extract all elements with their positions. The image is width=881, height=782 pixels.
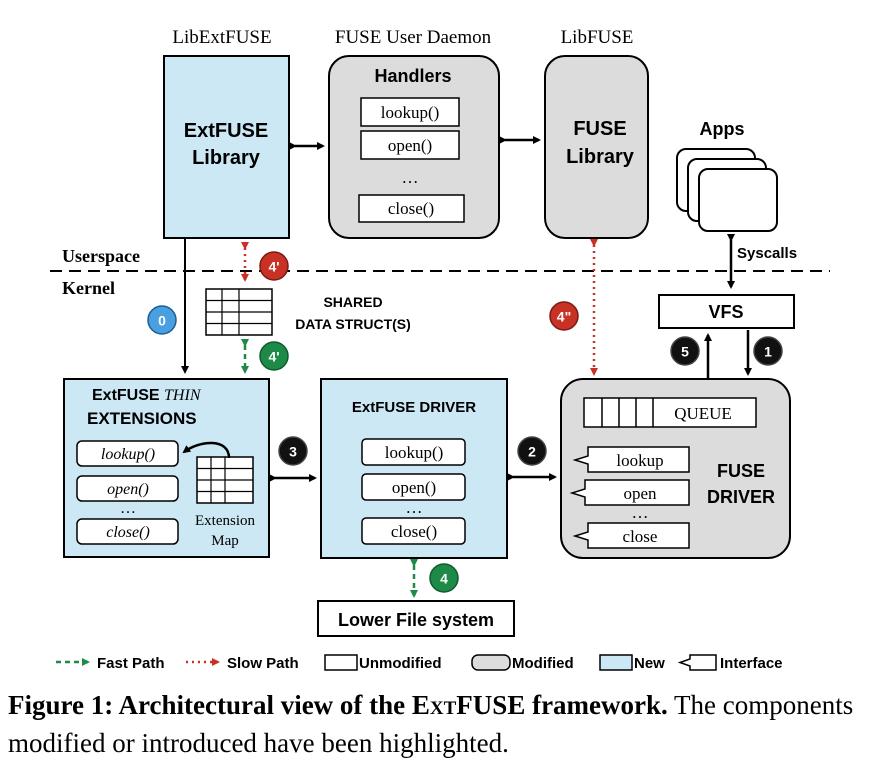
- label-fuse-user-daemon: FUSE User Daemon: [335, 27, 492, 48]
- lookup-to-map-curve-arrow: [182, 441, 231, 459]
- badge-4prime-fast: 4': [259, 341, 289, 371]
- handler-open-box: [360, 130, 460, 160]
- shared-label-line1: SHARED: [323, 294, 382, 310]
- ext-open-label: open(): [107, 481, 149, 498]
- badge-1: 1: [753, 336, 783, 366]
- svg-text:5: 5: [681, 344, 689, 360]
- ext-close-box: [76, 518, 179, 545]
- thin-extensions-title-line2: EXTENSIONS: [87, 409, 197, 428]
- svg-text:4': 4': [268, 349, 279, 365]
- svg-text:0: 0: [158, 313, 166, 329]
- handler-ellipsis: …: [402, 168, 419, 187]
- ext-lookup-label: lookup(): [101, 446, 155, 463]
- legend-interface-swatch: [677, 654, 717, 671]
- fuse-driver-label-line2: DRIVER: [707, 487, 775, 507]
- legend-interface-label: Interface: [720, 655, 783, 672]
- caption-bold-prefix: Figure 1: Architectural view of the: [8, 690, 412, 720]
- queue-label: QUEUE: [674, 404, 732, 423]
- fuse-library-box: [544, 55, 649, 239]
- kernel-label: Kernel: [62, 278, 115, 298]
- handler-lookup-label: lookup(): [381, 103, 440, 122]
- caption-bold-name: ExtFUSE: [411, 690, 526, 720]
- extfuse-library-box: [163, 55, 290, 239]
- fuse-driver-label-line1: FUSE: [717, 461, 765, 481]
- badge-4-fast: 4: [429, 563, 459, 593]
- badge-2: 2: [517, 436, 547, 466]
- label-libextfuse: LibExtFUSE: [172, 27, 271, 48]
- driver-open-box: [361, 473, 466, 501]
- legend-modified-label: Modified: [512, 655, 574, 672]
- queue-box: [583, 397, 757, 428]
- extfuse-library-label-line2: Library: [192, 147, 261, 169]
- interface-close-label: close: [623, 527, 658, 546]
- vfs-label: VFS: [708, 302, 743, 322]
- extension-map-label-line2: Map: [211, 533, 239, 549]
- lower-fs-box: [317, 600, 515, 637]
- extension-map-label-line1: Extension: [195, 513, 255, 529]
- svg-text:4": 4": [557, 309, 571, 325]
- legend-fast-label: Fast Path: [97, 655, 165, 672]
- driver-close-label: close(): [391, 522, 437, 541]
- driver-lookup-box: [361, 438, 466, 466]
- fuse-library-label-line2: Library: [566, 146, 635, 168]
- driver-open-label: open(): [392, 478, 436, 497]
- vfs-box: [658, 294, 795, 329]
- legend-slow-label: Slow Path: [227, 655, 299, 672]
- handler-open-label: open(): [388, 136, 432, 155]
- app-window-3: [698, 168, 778, 232]
- interface-lookup-box: [572, 446, 690, 473]
- ext-open-box: [76, 475, 179, 502]
- legend-modified-swatch: [471, 654, 511, 671]
- svg-text:1: 1: [764, 344, 772, 360]
- ext-close-label: close(): [106, 524, 150, 541]
- syscalls-label: Syscalls: [737, 245, 797, 262]
- badge-5: 5: [670, 336, 700, 366]
- handler-close-label: close(): [388, 199, 434, 218]
- interface-close-box: [572, 522, 690, 549]
- thin-extensions-title-line1: ExtFUSE THIN: [92, 387, 202, 404]
- extension-map-table-icon: [196, 456, 254, 504]
- extfuse-library-label-line1: ExtFUSE: [184, 120, 268, 142]
- badge-3: 3: [278, 436, 308, 466]
- shared-data-table-icon: [205, 288, 273, 336]
- badge-0: 0: [147, 305, 177, 335]
- apps-label: Apps: [700, 119, 745, 139]
- legend-unmodified-label: Unmodified: [359, 655, 442, 672]
- badge-4prime-slow: 4': [259, 251, 289, 281]
- legend: Fast Path Slow Path Unmodified Modified …: [56, 654, 783, 672]
- handlers-title: Handlers: [374, 66, 451, 86]
- svg-text:4': 4': [268, 259, 279, 275]
- ext-lookup-box: [76, 440, 179, 467]
- interface-open-label: open: [623, 484, 657, 503]
- ext-ellipsis: …: [120, 500, 136, 517]
- shared-label-line2: DATA STRUCT(S): [295, 316, 411, 332]
- driver-close-box: [361, 517, 466, 545]
- caption-rest: The components modified or introduced ha…: [8, 690, 854, 758]
- caption-bold: Figure 1: Architectural view of the ExtF…: [8, 690, 668, 720]
- handler-lookup-box: [360, 97, 460, 127]
- figure-caption: Figure 1: Architectural view of the ExtF…: [8, 686, 874, 762]
- legend-new-label: New: [634, 655, 665, 672]
- extfuse-driver-title: ExtFUSE DRIVER: [352, 399, 476, 416]
- driver-ellipsis: …: [406, 498, 423, 517]
- interface-lookup-label: lookup: [616, 451, 663, 470]
- driver-lookup-label: lookup(): [385, 443, 444, 462]
- svg-text:3: 3: [289, 444, 297, 460]
- label-libfuse: LibFUSE: [561, 27, 634, 48]
- svg-text:2: 2: [528, 444, 536, 460]
- fuse-library-label-line1: FUSE: [573, 118, 626, 140]
- userspace-label: Userspace: [62, 246, 140, 266]
- caption-bold-suffix: framework.: [525, 690, 668, 720]
- svg-text:4: 4: [440, 571, 448, 587]
- interface-ellipsis: …: [632, 503, 649, 522]
- lower-fs-label: Lower File system: [338, 610, 494, 630]
- handler-close-box: [358, 194, 465, 223]
- interface-open-box: [569, 479, 690, 506]
- legend-new-swatch: [599, 654, 633, 671]
- legend-unmodified-swatch: [324, 654, 358, 671]
- badge-4doubleprime-slow: 4": [549, 301, 579, 331]
